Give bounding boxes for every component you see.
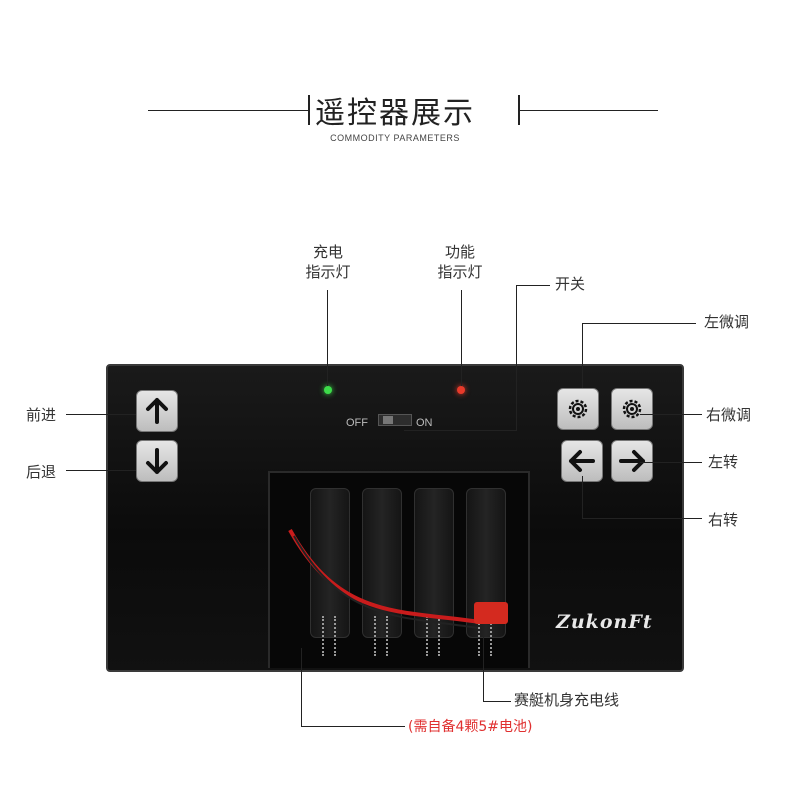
left-trim-label: 左微调 <box>704 313 750 331</box>
right-trim-button[interactable] <box>611 388 653 430</box>
callout-function-led <box>461 290 462 386</box>
callout-switch-vert <box>516 285 517 430</box>
charge-led-label-line2: 指示灯 <box>305 263 351 281</box>
callout-right-trim <box>640 414 702 415</box>
battery-spring-2 <box>374 616 388 656</box>
callout-left-trim-top <box>582 323 696 324</box>
callout-switch-top <box>516 285 550 286</box>
left-turn-label: 左转 <box>708 453 739 471</box>
right-turn-button[interactable] <box>611 440 653 482</box>
function-indicator-led <box>457 386 465 394</box>
boat-charge-cable-label: 赛艇机身充电线 <box>514 691 620 709</box>
func-led-label: 功能 指示灯 <box>428 242 492 282</box>
callout-forward <box>66 414 136 415</box>
callout-right-turn-bottom <box>582 518 702 519</box>
arrow-left-icon <box>569 450 595 472</box>
arrow-right-icon <box>619 450 645 472</box>
callout-cable-horiz <box>483 701 511 702</box>
forward-label: 前进 <box>26 406 57 424</box>
charge-led-label-line1: 充电 <box>312 243 343 261</box>
right-trim-label: 右微调 <box>706 406 752 424</box>
right-turn-label: 右转 <box>708 511 739 529</box>
gear-icon <box>568 399 588 419</box>
header-rule-right <box>520 110 658 111</box>
page-subtitle: COMMODITY PARAMETERS <box>330 133 460 143</box>
charge-led-label: 充电 指示灯 <box>296 242 360 282</box>
power-switch-knob[interactable] <box>383 416 393 424</box>
power-switch-label: 开关 <box>555 275 586 293</box>
charge-cable-connector <box>474 602 508 624</box>
battery-spring-1 <box>322 616 336 656</box>
backward-label: 后退 <box>26 463 57 481</box>
switch-off-text: OFF <box>346 417 368 429</box>
callout-left-turn <box>640 462 702 463</box>
brand-logo: ZukonFt <box>556 611 653 633</box>
left-turn-button[interactable] <box>561 440 603 482</box>
forward-button[interactable] <box>136 390 178 432</box>
left-trim-button[interactable] <box>557 388 599 430</box>
func-led-label-line1: 功能 <box>444 243 475 261</box>
header-rule-left-cap <box>308 95 310 125</box>
page-title: 遥控器展示 <box>315 96 475 131</box>
charge-cable-wire <box>288 529 481 629</box>
battery-note: (需自备4颗5#电池) <box>408 719 533 735</box>
header-rule-left <box>148 110 308 111</box>
callout-left-trim-vert <box>582 323 583 388</box>
func-led-label-line2: 指示灯 <box>437 263 483 281</box>
battery-spring-3 <box>426 616 440 656</box>
arrow-up-icon <box>146 398 168 424</box>
callout-switch-bottom <box>404 430 517 431</box>
charge-indicator-led <box>324 386 332 394</box>
header-rule-right-cap <box>518 95 520 125</box>
callout-battery-horiz <box>301 726 405 727</box>
callout-right-turn-vert <box>582 476 583 518</box>
backward-button[interactable] <box>136 440 178 482</box>
gear-icon <box>622 399 642 419</box>
callout-cable-vert <box>483 624 484 702</box>
callout-battery-vert <box>301 648 302 726</box>
arrow-down-icon <box>146 448 168 474</box>
callout-backward <box>66 470 136 471</box>
callout-charge-led <box>327 290 328 386</box>
battery-spring-4 <box>478 616 492 656</box>
switch-on-text: ON <box>416 417 433 429</box>
